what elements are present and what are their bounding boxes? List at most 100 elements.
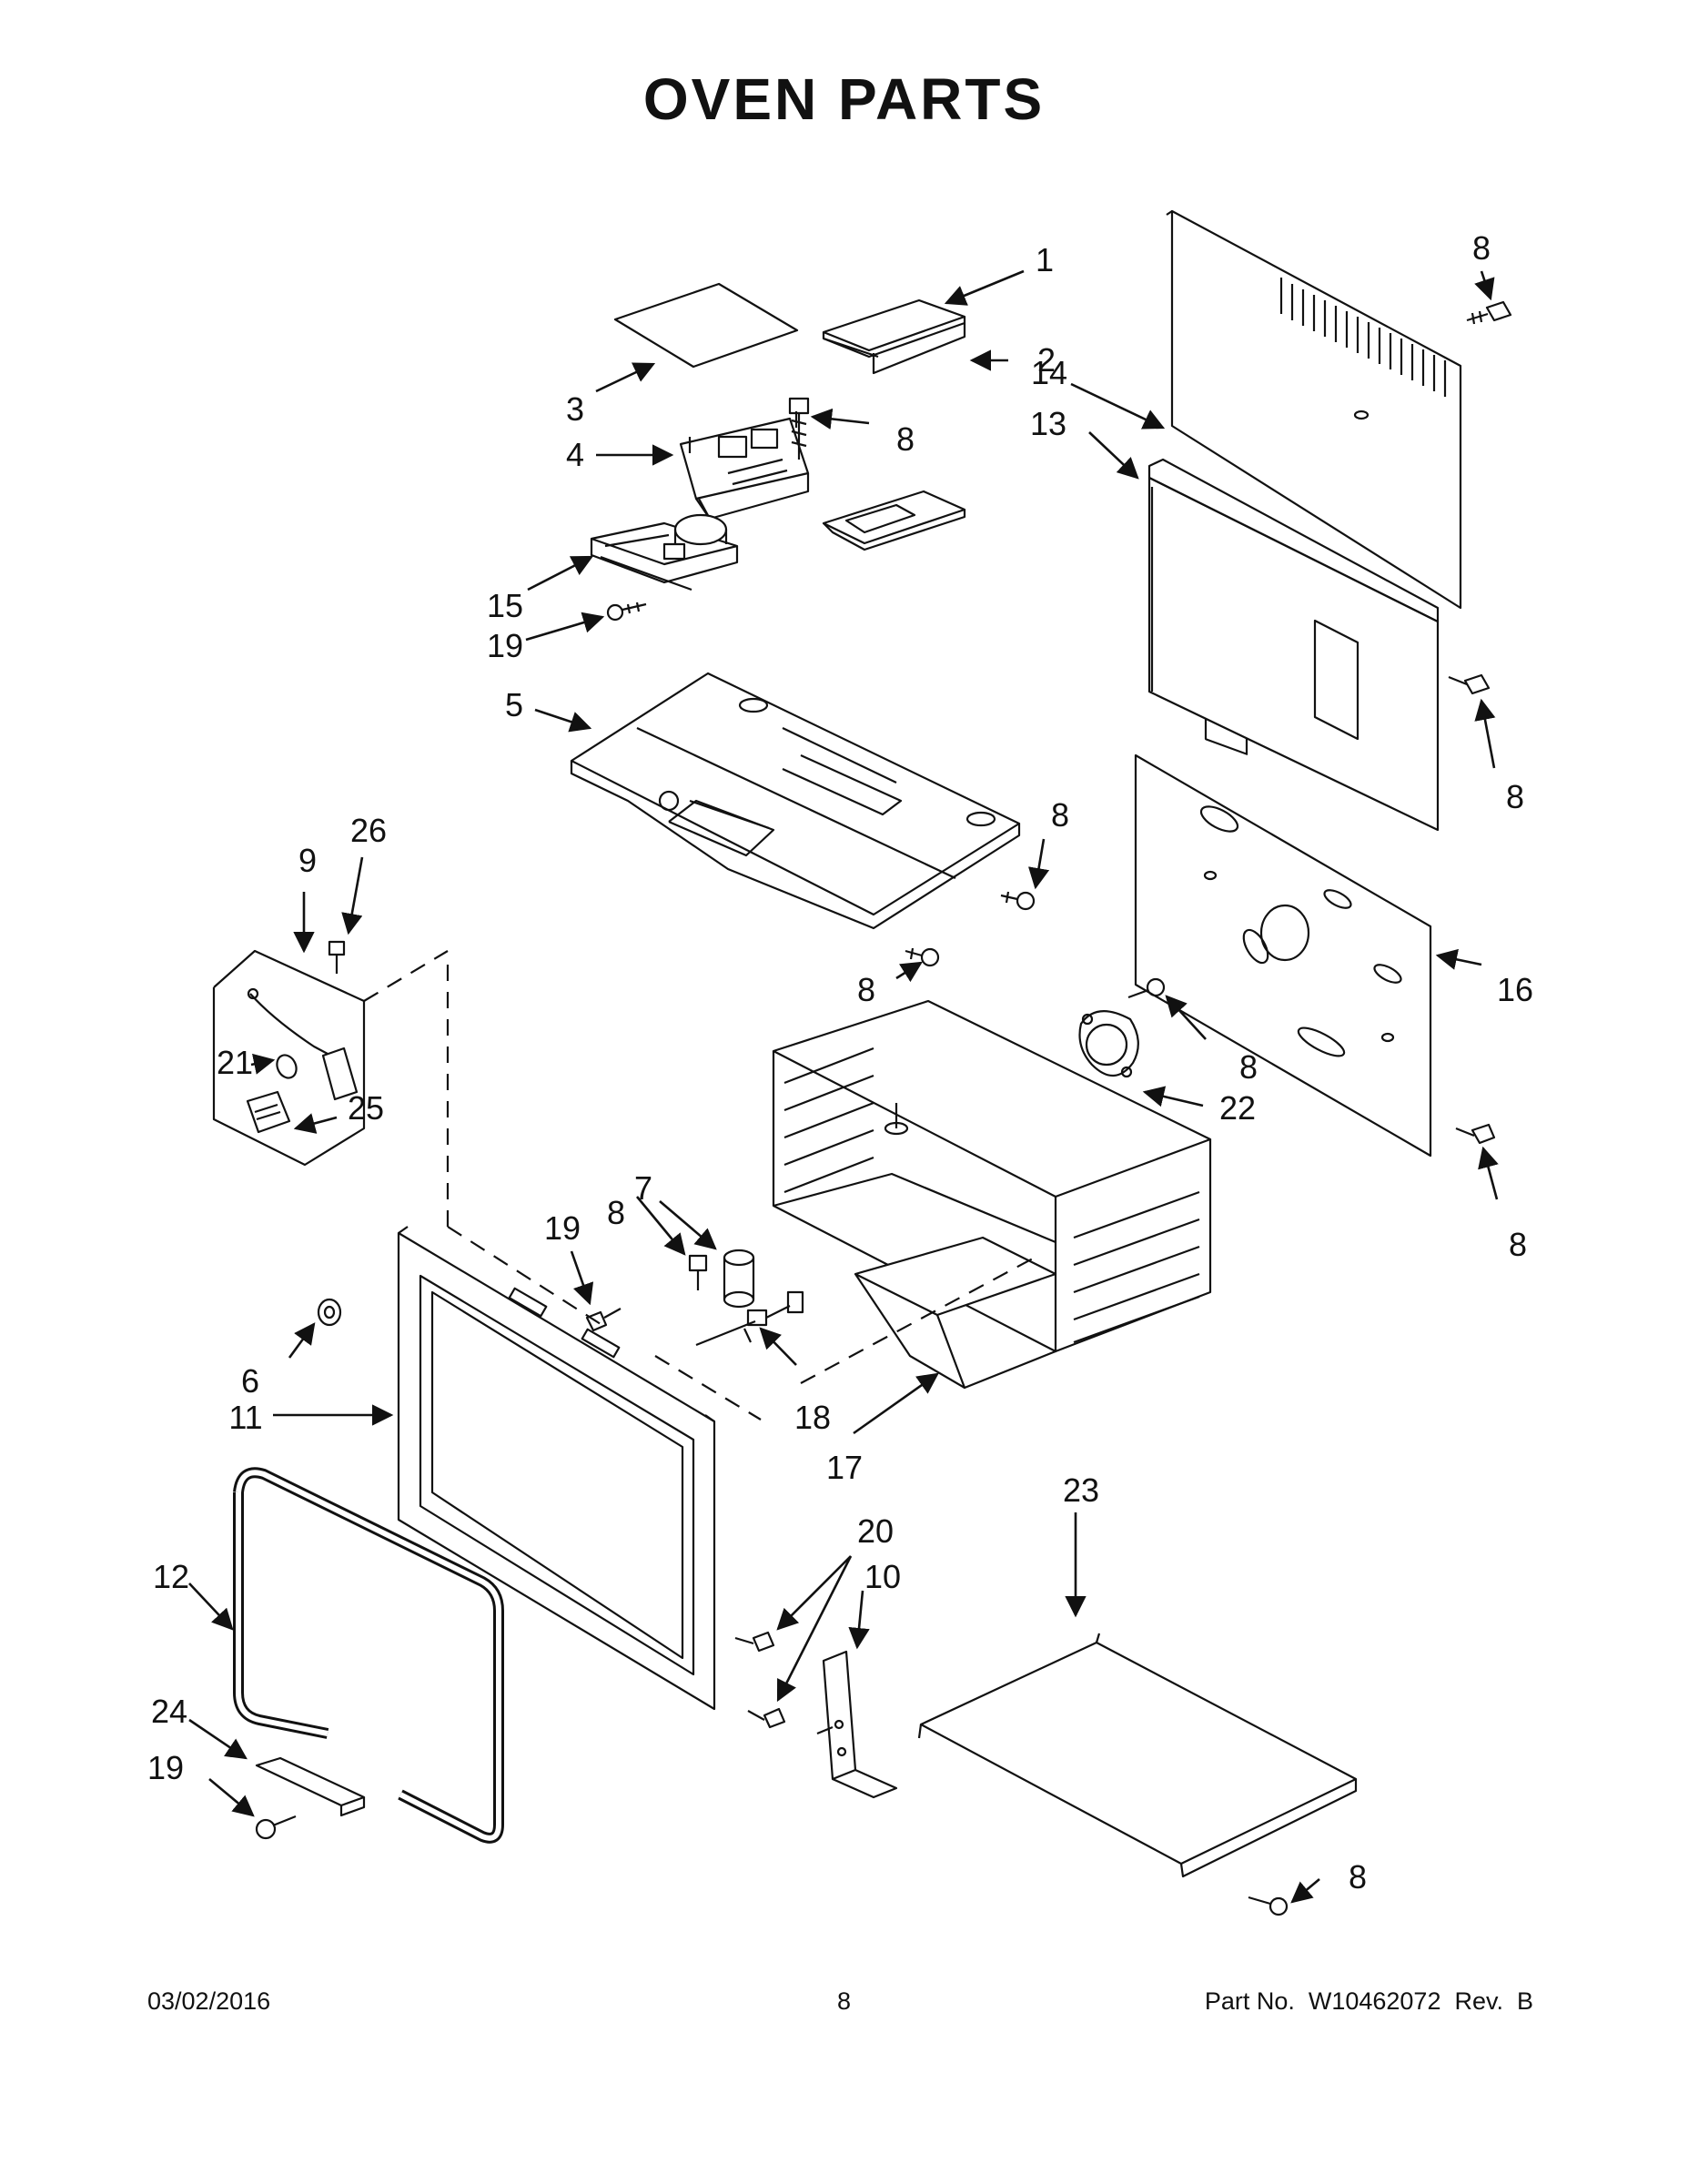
part-8-screw-board bbox=[788, 397, 810, 460]
callout-5: 5 bbox=[505, 686, 523, 723]
callout-15: 15 bbox=[487, 587, 523, 624]
part-8-screw-panel-a bbox=[1000, 891, 1036, 911]
part-25-lens bbox=[246, 1090, 291, 1134]
leader-8-cavity-back bbox=[1478, 1146, 1499, 1200]
leader-8-board bbox=[810, 408, 870, 430]
part-15-motor-assembly bbox=[590, 513, 739, 592]
part-10-hinge-bracket bbox=[816, 1650, 898, 1799]
leader-1 bbox=[944, 269, 1025, 306]
callout-8-gasket: 8 bbox=[1239, 1048, 1258, 1086]
footer-date: 03/02/2016 bbox=[147, 1987, 271, 2015]
part-8-screw-rear-cover bbox=[1448, 673, 1491, 695]
callout-8-bushing: 8 bbox=[607, 1194, 625, 1231]
part-20-screw-b bbox=[747, 1707, 786, 1729]
leader-10 bbox=[848, 1590, 870, 1650]
leader-24 bbox=[188, 1718, 248, 1760]
part-19-screw-clip bbox=[255, 1815, 297, 1840]
leader-8-gasket bbox=[1165, 995, 1207, 1040]
footer-part-number: Part No. W10462072 Rev. B bbox=[1204, 1987, 1533, 2015]
callout-16: 16 bbox=[1497, 971, 1533, 1008]
part-19-screw-motor bbox=[606, 602, 647, 622]
leader-22 bbox=[1142, 1086, 1204, 1107]
part-13-rear-cover bbox=[1147, 458, 1440, 832]
callout-19-clip: 19 bbox=[147, 1749, 184, 1786]
callout-3: 3 bbox=[566, 390, 584, 428]
leader-arrows bbox=[188, 269, 1499, 1904]
part-7-bushing bbox=[723, 1249, 755, 1309]
part-12-gasket bbox=[233, 1467, 504, 1844]
callout-13: 13 bbox=[1030, 405, 1066, 442]
leader-26 bbox=[341, 856, 364, 935]
part-5-top-panel bbox=[570, 672, 1021, 930]
part-11-front-frame bbox=[397, 1226, 716, 1711]
part-8-screw-panel-b bbox=[905, 947, 940, 967]
leader-15 bbox=[527, 555, 594, 592]
rack-guides-left bbox=[783, 1046, 874, 1194]
leader-13 bbox=[1088, 431, 1139, 480]
callout-14: 14 bbox=[1031, 354, 1067, 391]
callout-labels: 1 2 3 4 5 6 7 8 8 8 8 8 8 8 8 8 8 8 9 10… bbox=[147, 229, 1533, 1896]
leader-21 bbox=[250, 1053, 276, 1075]
callout-21: 21 bbox=[217, 1044, 253, 1081]
page-title: OVEN PARTS bbox=[642, 66, 1046, 132]
part-2-bracket bbox=[822, 490, 966, 551]
callout-20: 20 bbox=[857, 1512, 894, 1550]
callout-23: 23 bbox=[1063, 1471, 1099, 1509]
part-23-bottom-panel bbox=[917, 1633, 1358, 1878]
callout-22: 22 bbox=[1219, 1089, 1256, 1127]
callout-8-panel-a: 8 bbox=[1051, 796, 1069, 834]
part-19-screw-frame bbox=[585, 1308, 622, 1332]
callout-25: 25 bbox=[348, 1089, 384, 1127]
part-18-sensor bbox=[695, 1290, 804, 1347]
leader-5 bbox=[534, 708, 592, 733]
leader-20-b bbox=[776, 1555, 853, 1703]
callout-12: 12 bbox=[153, 1558, 189, 1595]
callout-8-top-right: 8 bbox=[1472, 229, 1491, 267]
callout-6: 6 bbox=[241, 1362, 259, 1400]
callout-8-panel-b: 8 bbox=[857, 971, 875, 1008]
callout-24: 24 bbox=[151, 1693, 187, 1730]
part-4-control-board bbox=[679, 411, 810, 521]
footer-page-number: 8 bbox=[836, 1987, 852, 2015]
leader-12 bbox=[188, 1582, 234, 1631]
callout-19-motor: 19 bbox=[487, 627, 523, 664]
leader-8-top-right bbox=[1474, 270, 1495, 301]
part-26-screw-light bbox=[328, 940, 346, 974]
leader-18 bbox=[759, 1327, 797, 1366]
leader-8-bottom-panel bbox=[1290, 1878, 1320, 1904]
part-8-screw-top-right bbox=[1466, 300, 1512, 325]
callout-19-frame: 19 bbox=[544, 1209, 581, 1247]
callout-9: 9 bbox=[298, 842, 317, 879]
part-16-cavity-back bbox=[1134, 753, 1432, 1158]
part-8-screw-cavity-back bbox=[1455, 1123, 1496, 1145]
callout-8-rear-cover: 8 bbox=[1506, 778, 1524, 815]
callout-17: 17 bbox=[826, 1449, 863, 1486]
part-17-oven-cavity bbox=[772, 999, 1212, 1390]
callout-18: 18 bbox=[794, 1399, 831, 1436]
part-8-screw-bushing bbox=[688, 1254, 708, 1290]
leader-3 bbox=[595, 362, 656, 393]
callout-4: 4 bbox=[566, 436, 584, 473]
leader-25 bbox=[293, 1113, 338, 1134]
leader-8-panel-b bbox=[895, 961, 923, 983]
callout-1: 1 bbox=[1036, 241, 1054, 278]
assembly-guide-lines bbox=[363, 950, 1034, 1421]
part-8-screw-bottom-panel bbox=[1248, 1896, 1289, 1916]
vent-slots bbox=[1279, 278, 1447, 397]
part-14-back-panel bbox=[1166, 209, 1462, 755]
callout-8-cavity-back: 8 bbox=[1509, 1226, 1527, 1263]
leader-14 bbox=[1070, 382, 1166, 430]
leader-7 bbox=[659, 1200, 717, 1250]
callout-11: 11 bbox=[228, 1399, 262, 1436]
part-20-screw-a bbox=[734, 1631, 775, 1653]
part-22-gasket bbox=[1078, 1010, 1139, 1078]
leader-19-frame bbox=[570, 1250, 594, 1306]
leader-17 bbox=[853, 1372, 939, 1435]
leader-8-bushing bbox=[635, 1196, 686, 1256]
part-6-bumper bbox=[317, 1298, 342, 1327]
callout-10: 10 bbox=[864, 1558, 901, 1595]
leader-6 bbox=[288, 1322, 316, 1359]
callout-26: 26 bbox=[350, 812, 387, 849]
callout-8-bottom-panel: 8 bbox=[1349, 1858, 1367, 1896]
